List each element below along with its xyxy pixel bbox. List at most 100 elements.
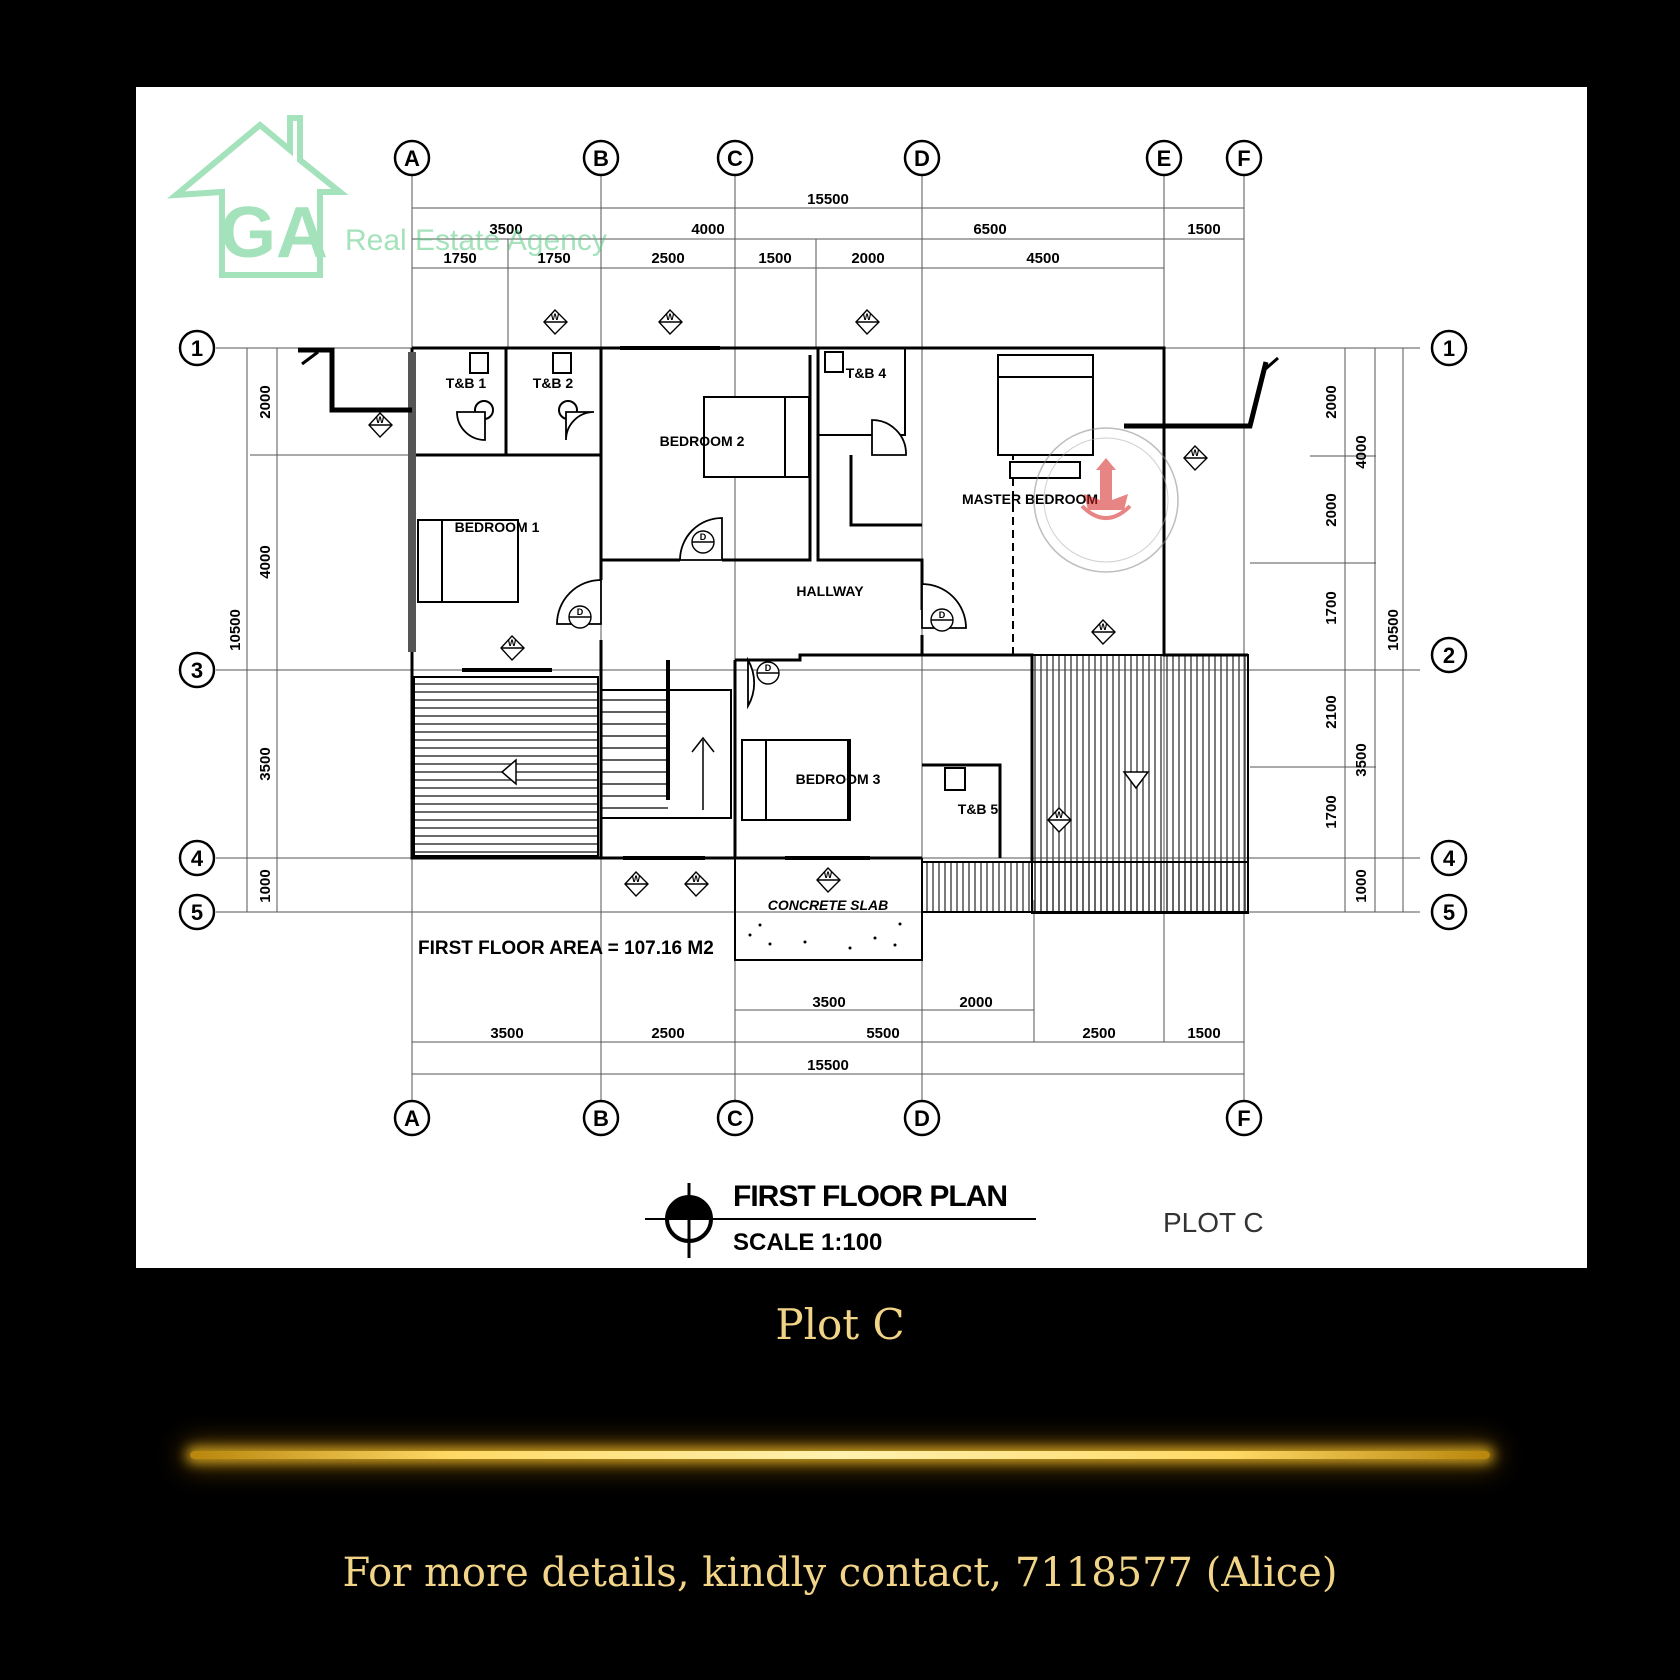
svg-text:D: D [700, 532, 707, 542]
door-d1-tb2 [565, 411, 595, 441]
logo-name: Real Estate Agency [345, 224, 607, 257]
balcony-arrow-left [500, 758, 517, 786]
dim-top-row3-2: 1750 [537, 250, 570, 267]
dim-bottom-row2-5: 1500 [1187, 1025, 1220, 1042]
dim-bottom-row2-4: 2500 [1082, 1025, 1115, 1042]
logo-initials: GA [220, 193, 328, 273]
grid-bubble-top-c [716, 139, 754, 177]
lower-deck-hatch [921, 861, 1249, 913]
tag-window-10: W [684, 870, 709, 898]
dim-right-inner-2: 2000 [1323, 493, 1340, 526]
tag-door-4: D [756, 661, 780, 685]
grid-bubble-top-e [1145, 139, 1183, 177]
door-d2-tb4 [871, 419, 907, 456]
grid-bubble-top-b [582, 139, 620, 177]
dim-top-row2-1: 3500 [489, 221, 522, 238]
room-label-tb4: T&B 4 [846, 365, 887, 381]
dim-bottom-row2-1: 3500 [490, 1025, 523, 1042]
grid-label-top-e: E [1157, 146, 1172, 171]
grid-label-top-d: D [914, 146, 930, 171]
grid-label-bottom-f: F [1237, 1106, 1250, 1131]
svg-text:W: W [863, 312, 872, 322]
tag-window-11: W [816, 866, 841, 894]
logo-watermark: GA Real Estate Agency [167, 115, 607, 278]
dim-top-row3-4: 1500 [758, 250, 791, 267]
grid-label-right-1: 1 [1443, 336, 1455, 361]
dim-bottom-row2-2: 2500 [651, 1025, 684, 1042]
dim-top-total: 15500 [807, 191, 849, 208]
grid-bubble-right-1 [1430, 329, 1468, 367]
grid-label-left-3: 3 [191, 658, 203, 683]
svg-text:W: W [551, 312, 560, 322]
grid-bubble-bottom-f [1225, 1099, 1263, 1137]
tag-window-6: W [500, 634, 525, 662]
grid-lines [216, 170, 1420, 1100]
dim-bottom-row1-2: 2000 [959, 994, 992, 1011]
grid-label-left-4: 4 [191, 846, 204, 871]
dim-bottom-total: 15500 [807, 1057, 849, 1074]
crest-icon [1084, 458, 1128, 510]
room-label-tb2: T&B 2 [533, 375, 574, 391]
dim-left-total: 10500 [227, 609, 244, 651]
floor-area-label: FIRST FLOOR AREA = 107.16 M2 [418, 938, 714, 959]
dim-top-row3-5: 2000 [851, 250, 884, 267]
dim-top-row2-3: 6500 [973, 221, 1006, 238]
tag-door-2: D [568, 605, 592, 629]
room-label-tb1: T&B 1 [446, 375, 487, 391]
gold-divider [190, 1451, 1490, 1459]
grid-bubble-top-f [1225, 139, 1263, 177]
grid-bubble-bottom-d [903, 1099, 941, 1137]
room-label-bedroom3: BEDROOM 3 [796, 771, 881, 787]
svg-text:W: W [1191, 448, 1200, 458]
svg-text:D: D [577, 607, 584, 617]
room-label-hallway: HALLWAY [796, 583, 864, 599]
dim-left-seg-4: 1000 [257, 869, 274, 902]
dim-top-row3-6: 4500 [1026, 250, 1059, 267]
grid-bubble-left-5 [178, 893, 216, 931]
svg-text:W: W [632, 874, 641, 884]
drawing-scale: SCALE 1:100 [733, 1229, 882, 1256]
dim-left-seg-1: 2000 [257, 385, 274, 418]
room-label-bedroom2: BEDROOM 2 [660, 433, 745, 449]
tag-window-4: W [368, 411, 393, 439]
dim-right-outer-3: 1000 [1353, 869, 1370, 902]
plot-caption: Plot C [775, 1300, 905, 1349]
grid-label-bottom-d: D [914, 1106, 930, 1131]
dim-top-row2-4: 1500 [1187, 221, 1220, 238]
floor-plan-panel: A B C D E F A B C D F 1 3 4 5 1 2 4 5 15… [136, 87, 1587, 1268]
svg-text:D: D [765, 663, 772, 673]
grid-label-right-2: 2 [1443, 643, 1455, 668]
dim-bottom-row1-1: 3500 [812, 994, 845, 1011]
grid-label-top-b: B [593, 146, 609, 171]
grid-label-right-4: 4 [1443, 846, 1456, 871]
section-marker-left [298, 347, 412, 413]
tag-door-1: D [691, 530, 715, 554]
furniture [417, 351, 1094, 821]
room-label-tb5: T&B 5 [958, 801, 999, 817]
grid-bubble-bottom-b [582, 1099, 620, 1137]
grid-label-top-c: C [727, 146, 743, 171]
dim-right-inner-4: 2100 [1323, 695, 1340, 728]
dim-left-seg-3: 3500 [257, 747, 274, 780]
title-marker-icon [665, 1183, 713, 1258]
tag-window-5: W [1183, 444, 1208, 472]
dim-right-outer-2: 3500 [1353, 743, 1370, 776]
dim-right-inner-1: 2000 [1323, 385, 1340, 418]
tag-door-3: D [930, 608, 954, 632]
grid-label-bottom-b: B [593, 1106, 609, 1131]
dim-top-row3-1: 1750 [443, 250, 476, 267]
dim-right-outer-1: 4000 [1353, 435, 1370, 468]
grid-bubble-right-4 [1430, 839, 1468, 877]
seal-watermark [1033, 427, 1179, 573]
tag-window-9: W [624, 870, 649, 898]
drawing-title: FIRST FLOOR PLAN [733, 1180, 1007, 1213]
dim-bottom-row2-3: 5500 [866, 1025, 899, 1042]
grid-bubbles [178, 139, 1468, 1137]
svg-text:W: W [1055, 810, 1064, 820]
grid-bubble-left-1 [178, 329, 216, 367]
grid-label-bottom-c: C [727, 1106, 743, 1131]
house-logo-icon [167, 115, 349, 278]
tag-window-2: W [658, 308, 683, 336]
grid-bubble-right-2 [1430, 636, 1468, 674]
dim-right-total: 10500 [1385, 609, 1402, 651]
